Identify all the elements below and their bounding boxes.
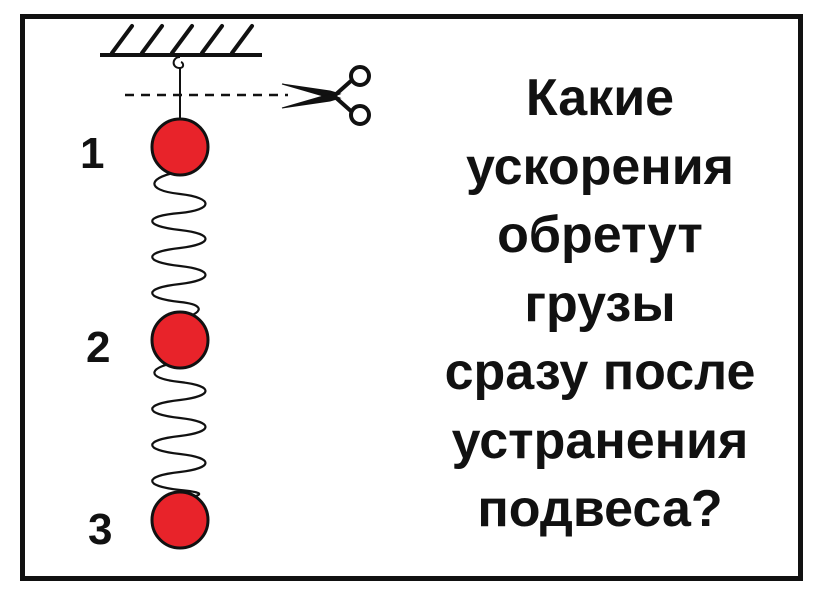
hook (172, 56, 185, 70)
question-line: устранения (451, 411, 749, 470)
ceiling-support (100, 24, 262, 57)
question-line: Какие (525, 69, 675, 127)
mass-2 (150, 310, 210, 370)
mass-3-label: 3 (88, 505, 113, 554)
upper-spring (151, 170, 207, 318)
question-line: обретут (497, 206, 703, 264)
scissors-icon (281, 65, 371, 126)
picture-frame (20, 14, 803, 581)
question-line: сразу после (444, 343, 756, 401)
question-line: грузы (524, 274, 676, 333)
lower-spring (151, 360, 207, 499)
question-line: ускорения (465, 137, 735, 196)
mass-1-label: 1 (80, 129, 105, 178)
mass-2-label: 2 (86, 323, 111, 372)
question-line: подвеса? (477, 480, 723, 538)
question-text: Какие ускорения обретут грузы сразу посл… (400, 64, 800, 544)
mass-1 (150, 117, 210, 177)
mass-3 (150, 490, 210, 550)
